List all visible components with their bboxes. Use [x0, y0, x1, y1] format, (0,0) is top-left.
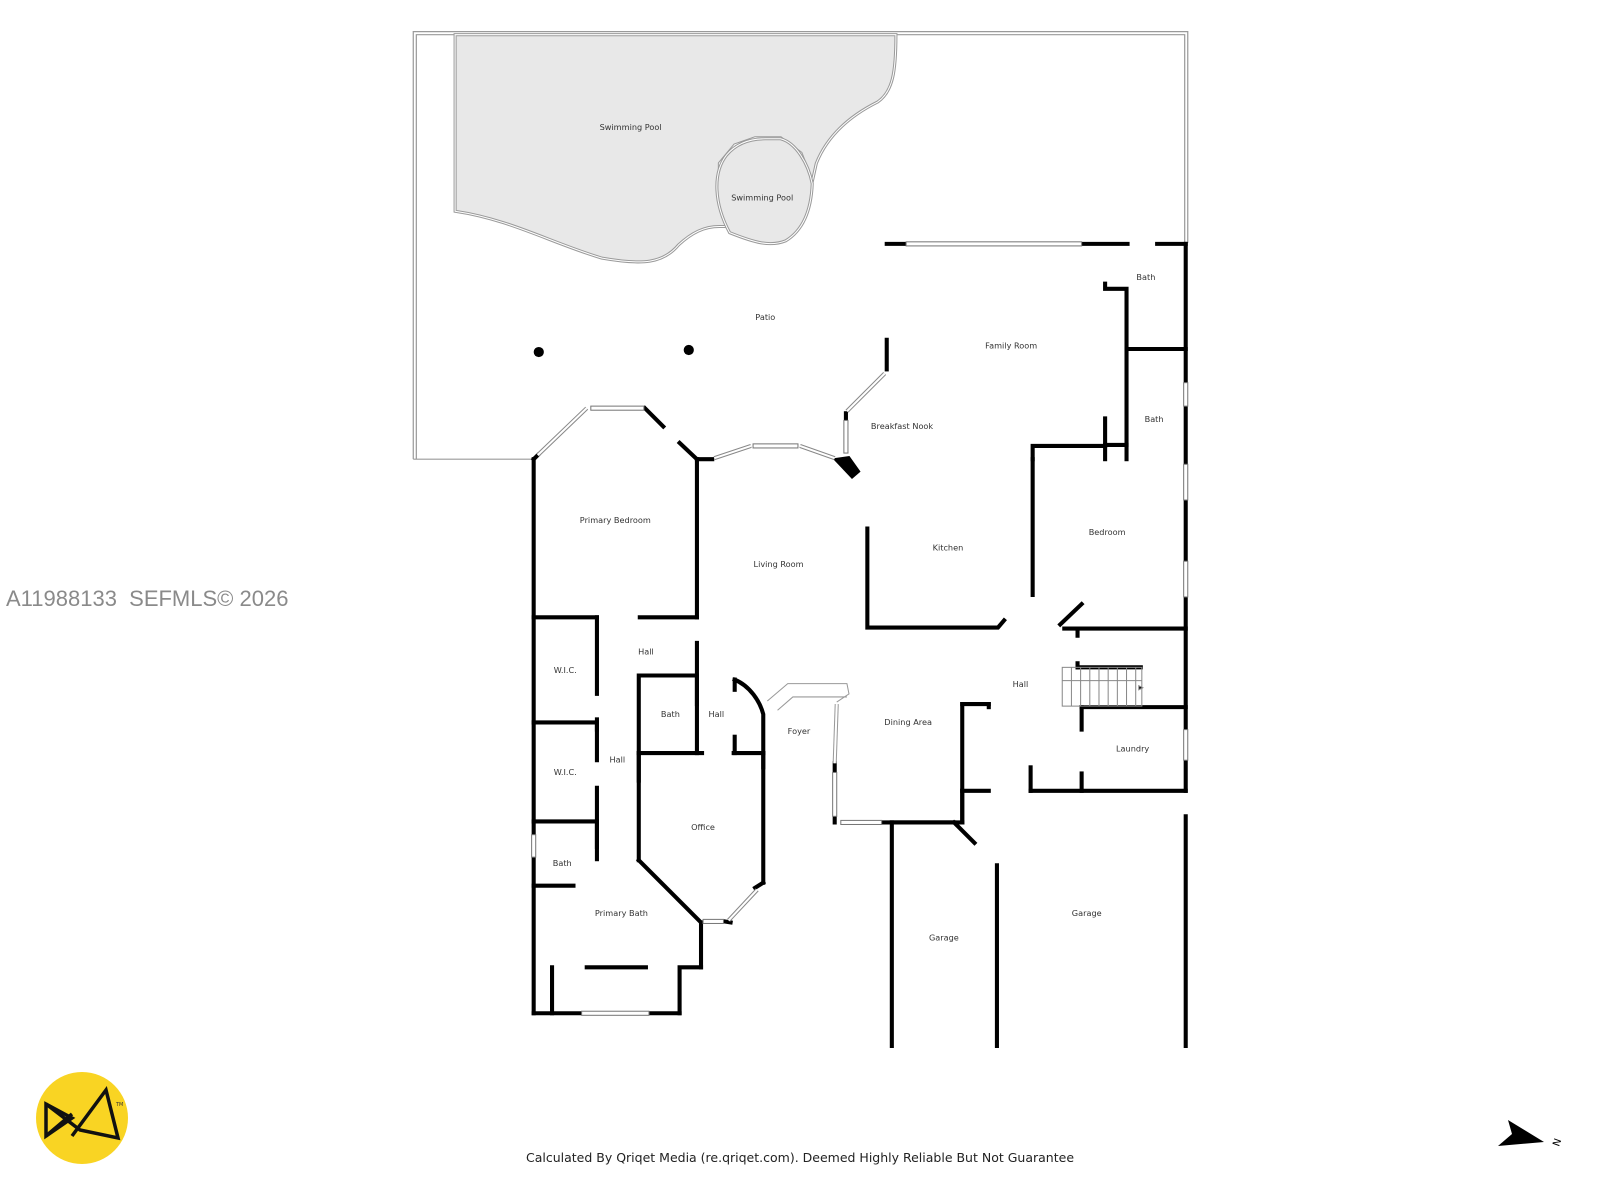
label-wic-1: W.I.C. [554, 665, 577, 675]
label-hall-right: Hall [1013, 679, 1029, 689]
label-hall-center: Hall [708, 709, 724, 719]
qriqet-logo-icon: TM [36, 1072, 128, 1164]
patio-column-1 [533, 346, 544, 358]
label-bath-center: Bath [661, 709, 680, 719]
footer-disclaimer: Calculated By Qriqet Media (re.qriqet.co… [525, 1150, 1075, 1165]
label-bath-ne-top: Bath [1136, 272, 1155, 282]
label-hall-upper: Hall [638, 647, 654, 657]
label-wic-2: W.I.C. [554, 767, 577, 777]
label-bedroom: Bedroom [1089, 527, 1126, 537]
svg-text:TM: TM [115, 1102, 123, 1108]
north-arrow-icon: N [1498, 1120, 1564, 1148]
label-garage-1: Garage [929, 932, 959, 942]
label-dining-area: Dining Area [884, 717, 932, 727]
label-laundry: Laundry [1116, 743, 1149, 753]
staircase [1061, 666, 1144, 707]
svg-text:N: N [1551, 1137, 1564, 1148]
label-primary-bedroom: Primary Bedroom [580, 515, 651, 525]
label-foyer: Foyer [788, 726, 811, 736]
label-bath-left: Bath [553, 858, 572, 868]
room-labels: Swimming Pool Swimming Pool Patio Family… [553, 122, 1164, 942]
label-living-room: Living Room [754, 559, 804, 569]
label-breakfast-nook: Breakfast Nook [871, 421, 933, 431]
label-office: Office [691, 822, 715, 832]
label-kitchen: Kitchen [933, 542, 964, 552]
label-patio: Patio [755, 312, 775, 322]
label-family-room: Family Room [985, 340, 1037, 350]
label-swimming-pool-main: Swimming Pool [600, 122, 662, 132]
swimming-pool-spa [715, 137, 814, 246]
patio-column-2 [683, 344, 694, 356]
walls [530, 241, 1188, 1048]
foyer-arch [767, 683, 850, 764]
label-bath-ne-mid: Bath [1145, 414, 1164, 424]
swimming-pool-main [453, 33, 898, 264]
label-hall-left: Hall [610, 755, 626, 765]
label-primary-bath: Primary Bath [595, 908, 648, 918]
label-swimming-pool-spa: Swimming Pool [731, 192, 793, 202]
windows [531, 241, 1189, 1016]
listing-watermark: A11988133 SEFMLS© 2026 [6, 586, 289, 611]
label-garage-2: Garage [1072, 908, 1102, 918]
